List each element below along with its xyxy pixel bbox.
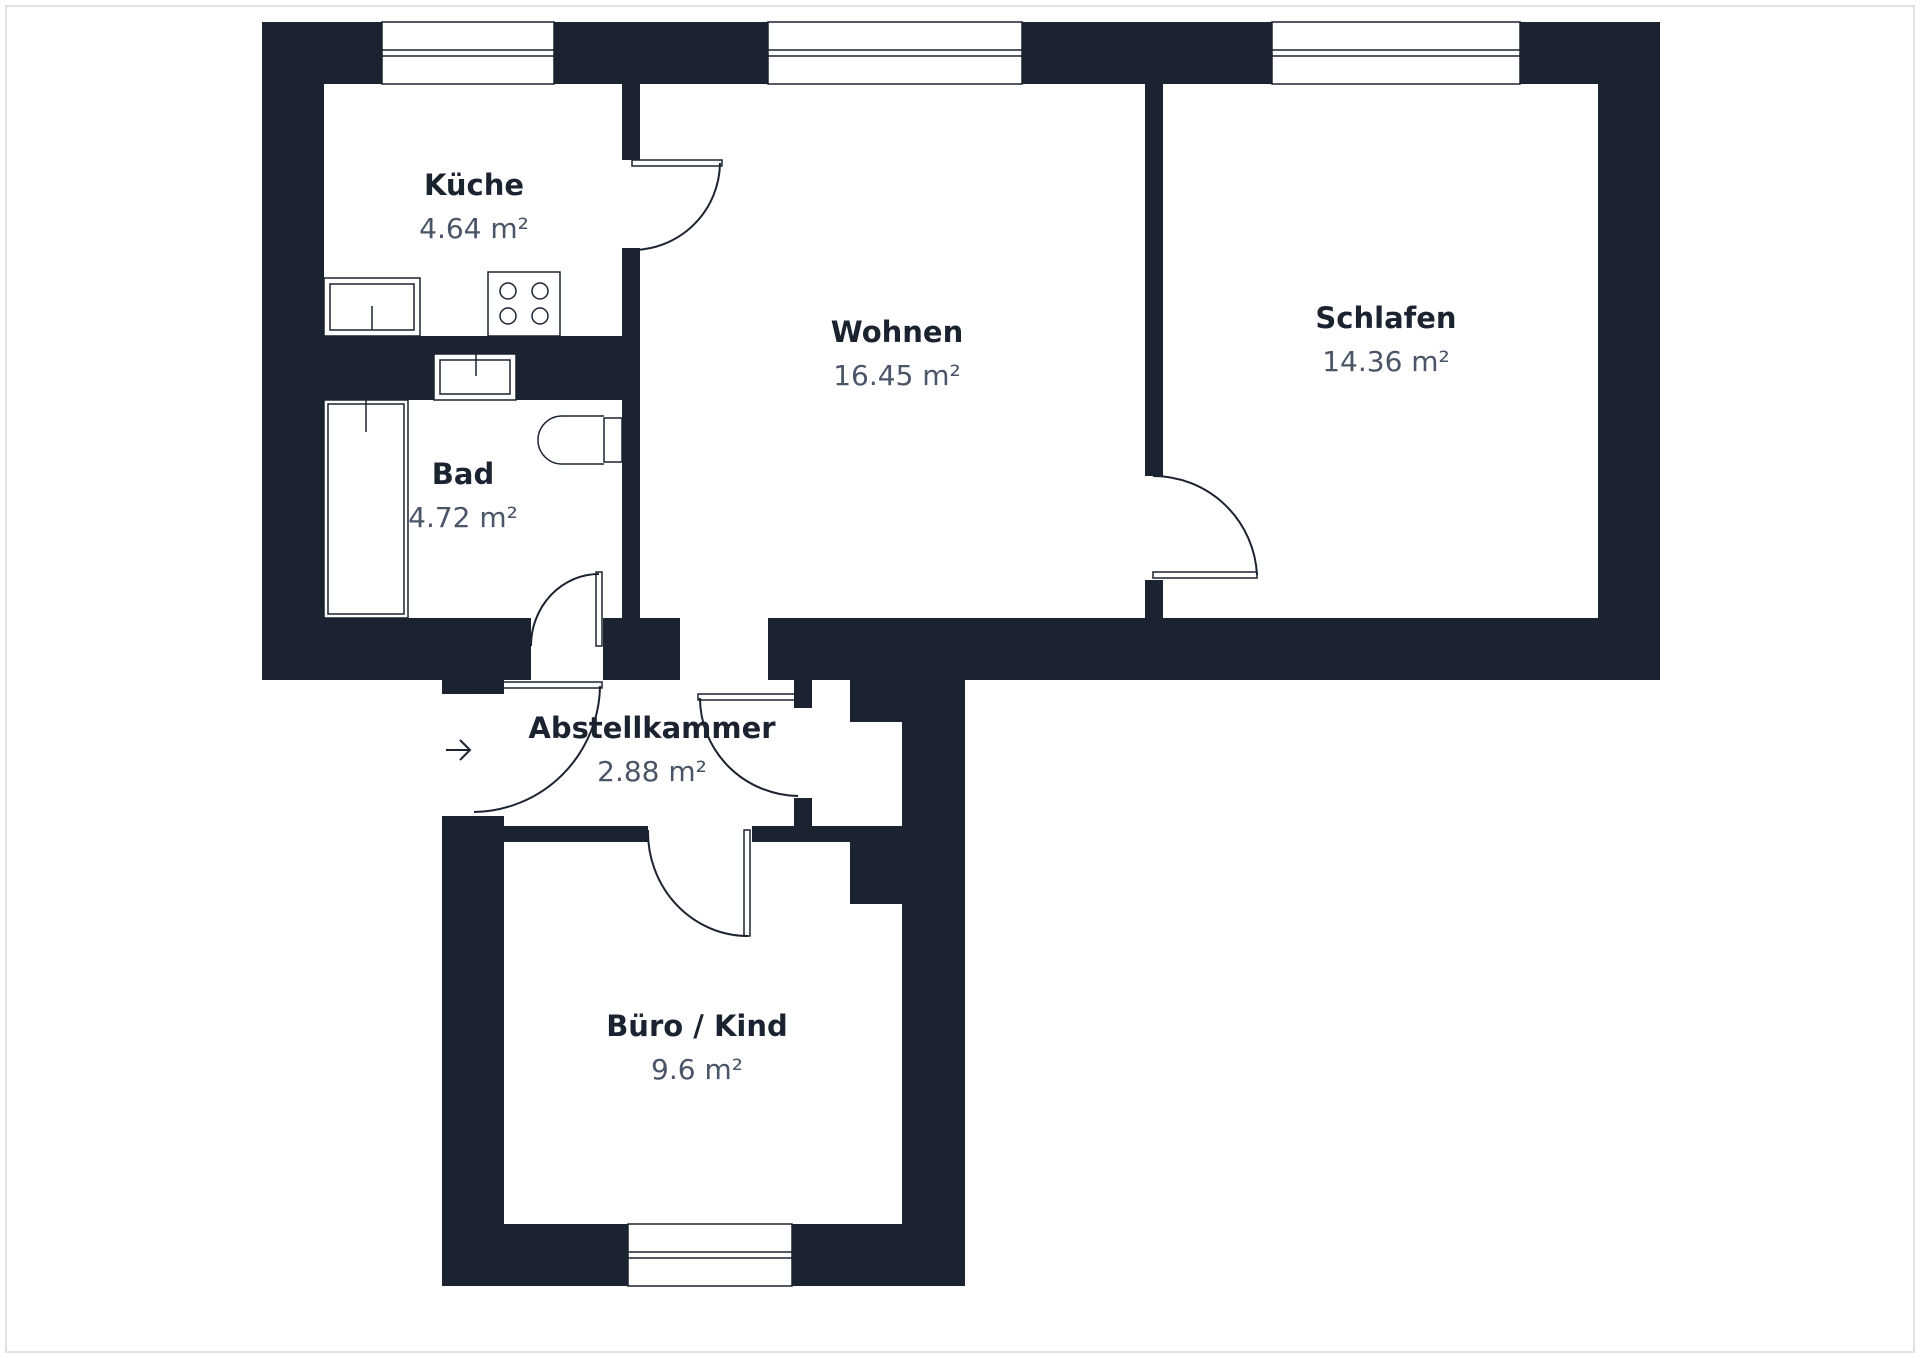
- room-name-wohnen: Wohnen: [831, 315, 963, 349]
- window-buero: [627, 1223, 793, 1287]
- kitchen-sink-icon: [323, 277, 421, 337]
- doors: [473, 159, 1258, 937]
- fixtures: [323, 271, 623, 619]
- bathroom-sink-icon: [433, 353, 517, 401]
- room-area-wohnen: 16.45 m²: [833, 359, 961, 392]
- bathtub-icon: [323, 399, 409, 619]
- window-wohnen: [767, 21, 1023, 85]
- door-schlafen: [1152, 474, 1258, 579]
- windows: [381, 21, 1521, 1287]
- room-name-buero: Büro / Kind: [606, 1009, 788, 1043]
- door-kueche: [631, 159, 723, 251]
- stove-icon: [487, 271, 561, 337]
- door-abstellkammer: [697, 693, 803, 797]
- room-area-schlafen: 14.36 m²: [1322, 345, 1450, 378]
- door-buero: [646, 829, 751, 937]
- door-bad: [530, 571, 603, 647]
- room-name-bad: Bad: [432, 457, 494, 491]
- room-name-kueche: Küche: [424, 168, 524, 202]
- toilet-icon: [537, 415, 623, 465]
- page-frame: [5, 5, 1915, 1353]
- room-name-schlafen: Schlafen: [1315, 301, 1456, 335]
- window-schlafen: [1271, 21, 1521, 85]
- door-entrance: [473, 681, 603, 813]
- room-area-abstellkammer: 2.88 m²: [597, 755, 707, 788]
- room-labels: Küche 4.64 m² Wohnen 16.45 m² Schlafen 1…: [408, 168, 1456, 1086]
- arrow-right-icon: [446, 739, 472, 761]
- room-area-bad: 4.72 m²: [408, 501, 518, 534]
- window-kueche: [381, 21, 555, 85]
- room-area-kueche: 4.64 m²: [419, 212, 529, 245]
- room-area-buero: 9.6 m²: [651, 1053, 743, 1086]
- room-name-abstellkammer: Abstellkammer: [528, 711, 776, 745]
